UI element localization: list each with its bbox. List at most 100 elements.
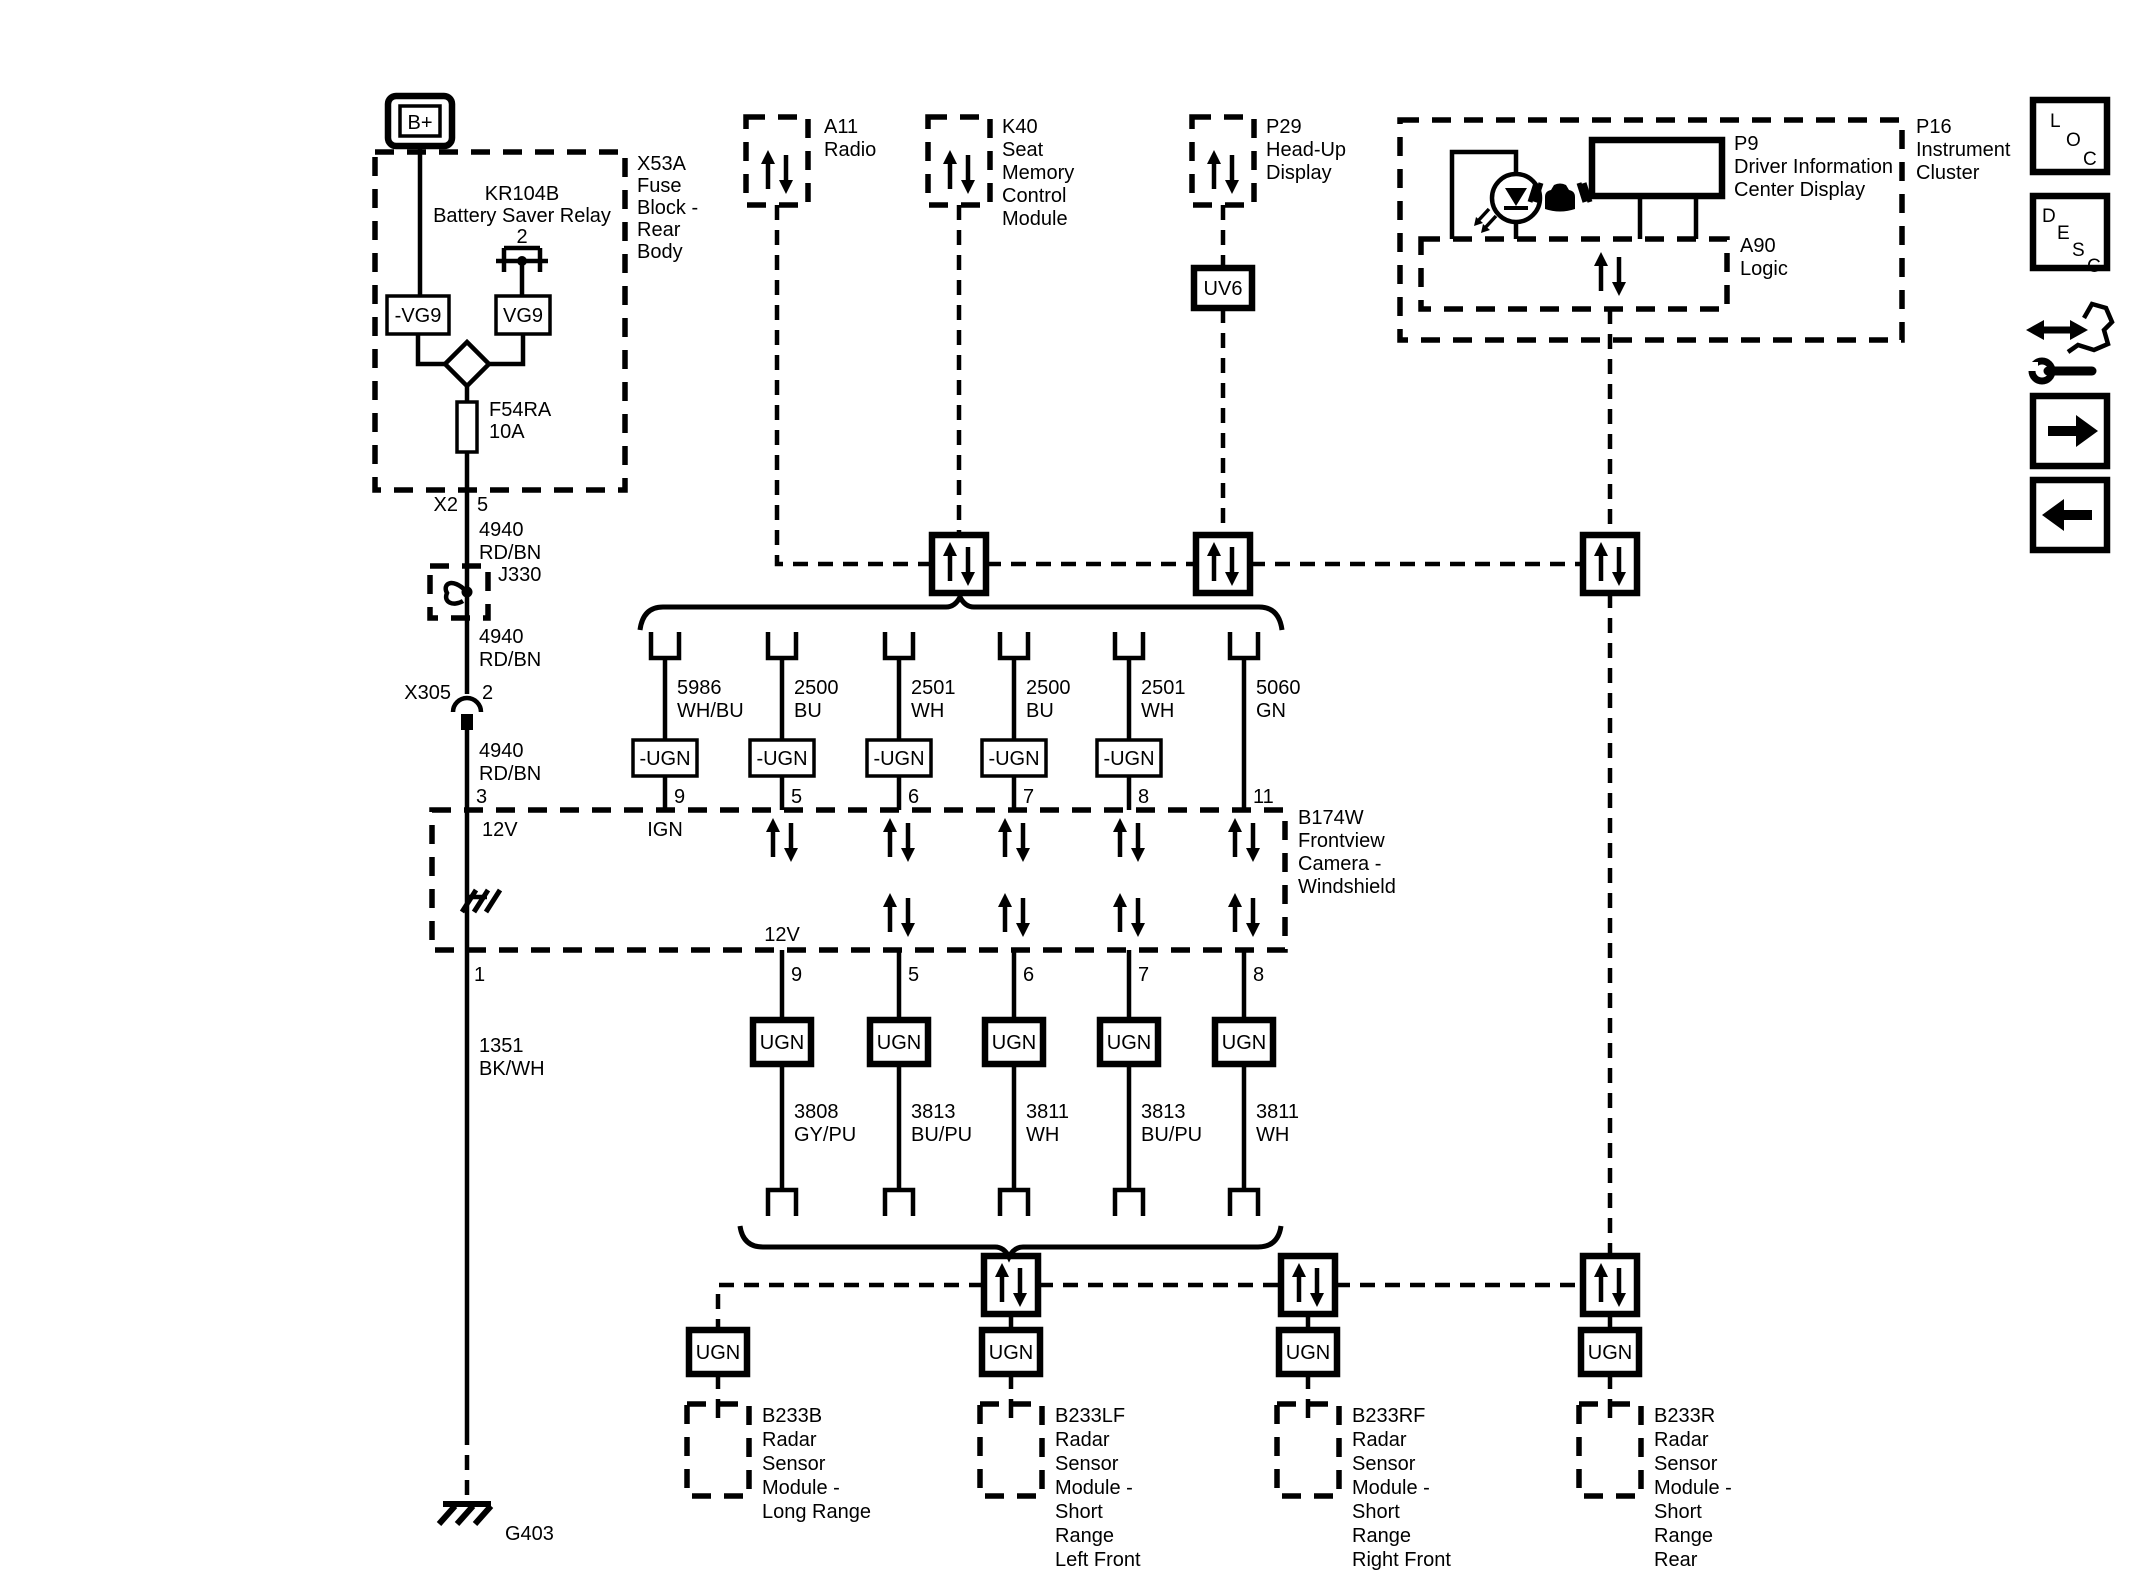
- wire-color: GY/PU: [794, 1124, 856, 1146]
- camera-label: Windshield: [1298, 876, 1396, 898]
- camera-chassis-ground-icon: [459, 888, 503, 914]
- wire-num: 1351: [479, 1035, 524, 1057]
- wire-color: GN: [1256, 700, 1286, 722]
- terminal-label: UGN: [1286, 1342, 1330, 1364]
- radar-label: Sensor: [1055, 1453, 1119, 1475]
- radar-label: Sensor: [1654, 1453, 1718, 1475]
- pin-number: 8: [1138, 786, 1149, 808]
- vg9-label: VG9: [503, 305, 543, 327]
- splice-icon: [443, 580, 473, 606]
- wire-color: BU/PU: [911, 1124, 972, 1146]
- radar-label: Sensor: [1352, 1453, 1416, 1475]
- radar-label: Short: [1055, 1501, 1103, 1523]
- wire-vg9-to-diamond: [489, 334, 526, 367]
- camera-box: [429, 807, 1288, 953]
- radar-label: Radar: [1055, 1429, 1110, 1451]
- radar-label: B233RF: [1352, 1405, 1425, 1427]
- pin-number: 7: [1138, 964, 1149, 986]
- fuse-block-x53a-box: [372, 149, 628, 493]
- inline-connector-pin: 2: [482, 682, 493, 704]
- camera-top-harness: 5986 WH/BU -UGN 9 2500 BU -UGN 5 2501 WH…: [631, 632, 1301, 810]
- radar-label: Long Range: [762, 1501, 871, 1523]
- connector-repair-button[interactable]: [2026, 301, 2115, 385]
- hud-box: [1189, 114, 1257, 208]
- wire-num: 4940: [479, 740, 524, 762]
- terminal-label: UGN: [1107, 1032, 1151, 1054]
- relay-id: KR104B: [485, 183, 560, 205]
- camera-out-12v-label: 12V: [764, 924, 800, 946]
- back-button[interactable]: [2029, 476, 2111, 554]
- wire-num: 2500: [794, 677, 839, 699]
- radar-label: Rear: [1654, 1549, 1698, 1571]
- camera-ign-label: IGN: [647, 819, 683, 841]
- terminal-label: UGN: [696, 1342, 740, 1364]
- wire-num: 3813: [1141, 1101, 1186, 1123]
- radar-module-b233rf: UGN B233RF Radar Sensor Module - Short R…: [1274, 1326, 1451, 1571]
- desc-letter: E: [2057, 223, 2070, 244]
- pin-number: 6: [1023, 964, 1034, 986]
- camera-bottom-harness: 9 UGN 3808 GY/PU 5 UGN 3813 BU/PU 6 UGN …: [749, 950, 1299, 1216]
- wire-num: 3811: [1256, 1101, 1299, 1123]
- terminal-label: UGN: [760, 1032, 804, 1054]
- radar-label: Left Front: [1055, 1549, 1141, 1571]
- inline-connector-name: X305: [404, 682, 451, 704]
- radar-label: Radar: [762, 1429, 817, 1451]
- desc-letter: D: [2042, 206, 2056, 227]
- radar-box: [977, 1401, 1045, 1499]
- desc-button[interactable]: D E S C: [2029, 192, 2111, 277]
- relay-name: Battery Saver Relay: [433, 205, 611, 227]
- toolbar: L O C D E S C: [2026, 96, 2115, 554]
- pin-number: 7: [1023, 786, 1034, 808]
- radar-box: [1576, 1401, 1644, 1499]
- radar-label: Module -: [1055, 1477, 1133, 1499]
- radar-label: Module -: [1654, 1477, 1732, 1499]
- wire-num: 2500: [1026, 677, 1071, 699]
- indicator-loop-wire: [1449, 149, 1519, 239]
- dic-label: P9: [1734, 133, 1758, 155]
- logic-label: A90: [1740, 235, 1776, 257]
- out-pin-label: 5: [477, 494, 488, 516]
- wire-num: 4940: [479, 626, 524, 648]
- radar-label: B233LF: [1055, 1405, 1125, 1427]
- radar-label: Radar: [1352, 1429, 1407, 1451]
- terminal-label: UGN: [1588, 1342, 1632, 1364]
- out-connector-label: X2: [434, 494, 458, 516]
- seat-memory-box: [925, 114, 993, 208]
- terminal-label: UGN: [989, 1342, 1033, 1364]
- wire-color: BK/WH: [479, 1058, 545, 1080]
- pin-number: 8: [1253, 964, 1264, 986]
- ground-branch: 1351 BK/WH G403: [439, 950, 554, 1545]
- relay-pin: 2: [516, 226, 527, 248]
- wire-num: 3813: [911, 1101, 956, 1123]
- seat-memory-label: Memory: [1002, 162, 1074, 184]
- cluster-box: [1397, 117, 1905, 343]
- dic-label: Driver Information: [1734, 156, 1893, 178]
- radar-box: [684, 1401, 752, 1499]
- wire-color: BU/PU: [1141, 1124, 1202, 1146]
- terminal-label: UGN: [877, 1032, 921, 1054]
- module-radio: A11 Radio: [743, 114, 932, 567]
- radar-module-b233b: UGN B233B Radar Sensor Module - Long Ran…: [684, 1326, 871, 1523]
- wire-num: 4940: [479, 519, 524, 541]
- terminal-label: UGN: [992, 1032, 1036, 1054]
- logic-box: [1418, 236, 1730, 312]
- forward-button[interactable]: [2029, 392, 2111, 470]
- seat-memory-label: K40: [1002, 116, 1038, 138]
- dic-display-box: [1588, 136, 1726, 200]
- wire-num: 3811: [1026, 1101, 1069, 1123]
- radar-label: Range: [1654, 1525, 1713, 1547]
- fuse-id: F54RA: [489, 399, 552, 421]
- radar-label: B233R: [1654, 1405, 1715, 1427]
- pin-number: 6: [908, 786, 919, 808]
- dic-stubs: [1637, 196, 1699, 239]
- hud-label: Display: [1266, 162, 1332, 184]
- terminal-label: -UGN: [988, 748, 1039, 770]
- wire-num: 5060: [1256, 677, 1301, 699]
- wire-color: WH/BU: [677, 700, 744, 722]
- terminal-label: -UGN: [873, 748, 924, 770]
- loc-button[interactable]: L O C: [2029, 96, 2111, 176]
- upper-harness-brace: [637, 591, 1285, 631]
- radar-module-b233lf: UGN B233LF Radar Sensor Module - Short R…: [977, 1326, 1141, 1571]
- splice-label: J330: [498, 564, 541, 586]
- radio-label: Radio: [824, 139, 876, 161]
